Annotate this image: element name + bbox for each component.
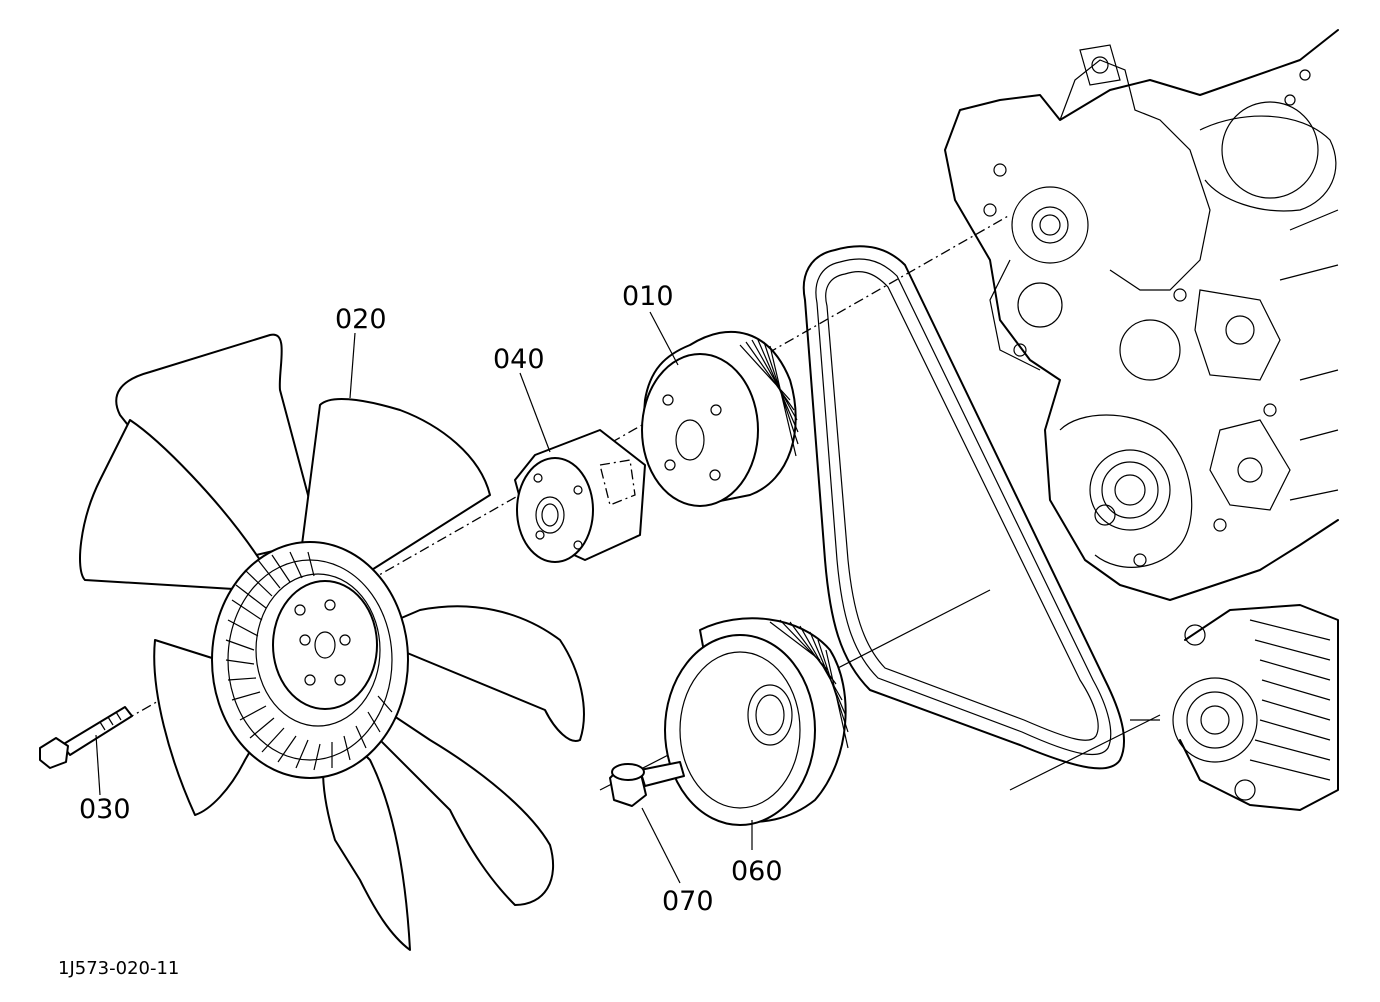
fan-pulley-010 xyxy=(641,330,799,507)
alternator xyxy=(1172,604,1339,811)
cooling-fan-020 xyxy=(79,333,585,951)
crankshaft-pulley-060 xyxy=(664,617,849,826)
drawing-code: 1J573-020-11 xyxy=(58,958,179,979)
callout-070: 070 xyxy=(662,886,714,917)
pulley-bolt-070 xyxy=(609,761,685,807)
callout-010: 010 xyxy=(622,281,674,312)
callout-030: 030 xyxy=(79,794,131,825)
callout-020: 020 xyxy=(335,304,387,335)
engine-block xyxy=(944,29,1339,601)
leader-lines xyxy=(95,311,753,884)
v-ribbed-belt xyxy=(802,245,1126,770)
callout-060: 060 xyxy=(731,856,783,887)
fan-spacer-040 xyxy=(514,429,646,563)
callout-040: 040 xyxy=(493,344,545,375)
fan-bolt-030 xyxy=(39,706,133,769)
